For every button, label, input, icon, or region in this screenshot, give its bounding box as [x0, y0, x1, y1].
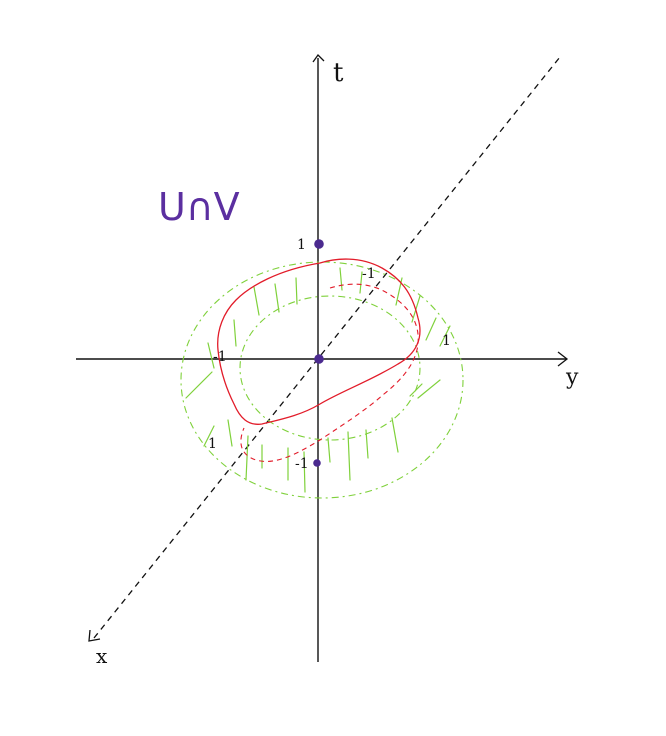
point-t-neg1 [313, 459, 321, 467]
red-circle-front [217, 258, 421, 425]
x-axis-label: x [96, 644, 108, 668]
inner-band-ellipse [239, 295, 421, 441]
tick-t-upper: 1 [297, 237, 306, 253]
t-axis-label: t [333, 58, 344, 88]
tick-x-pos: 1 [208, 436, 217, 452]
point-t-1 [314, 239, 324, 249]
x-axis [93, 56, 561, 639]
title-u-intersect-v: U∩V [158, 185, 240, 229]
t-axis-arrowhead [312, 53, 325, 63]
tick-y-neg: -1 [213, 349, 227, 365]
red-circle-back [240, 283, 419, 462]
y-axis-label: y [565, 365, 579, 390]
tick-t-lower: -1 [295, 456, 309, 472]
band-hatching [185, 267, 451, 493]
point-origin [314, 354, 324, 364]
tick-y-pos: 1 [442, 333, 451, 349]
x-axis-arrowhead [88, 629, 101, 642]
tick-x-neg: -1 [362, 266, 376, 282]
outer-band-ellipse [180, 261, 464, 499]
y-axis-arrowhead [557, 351, 569, 367]
